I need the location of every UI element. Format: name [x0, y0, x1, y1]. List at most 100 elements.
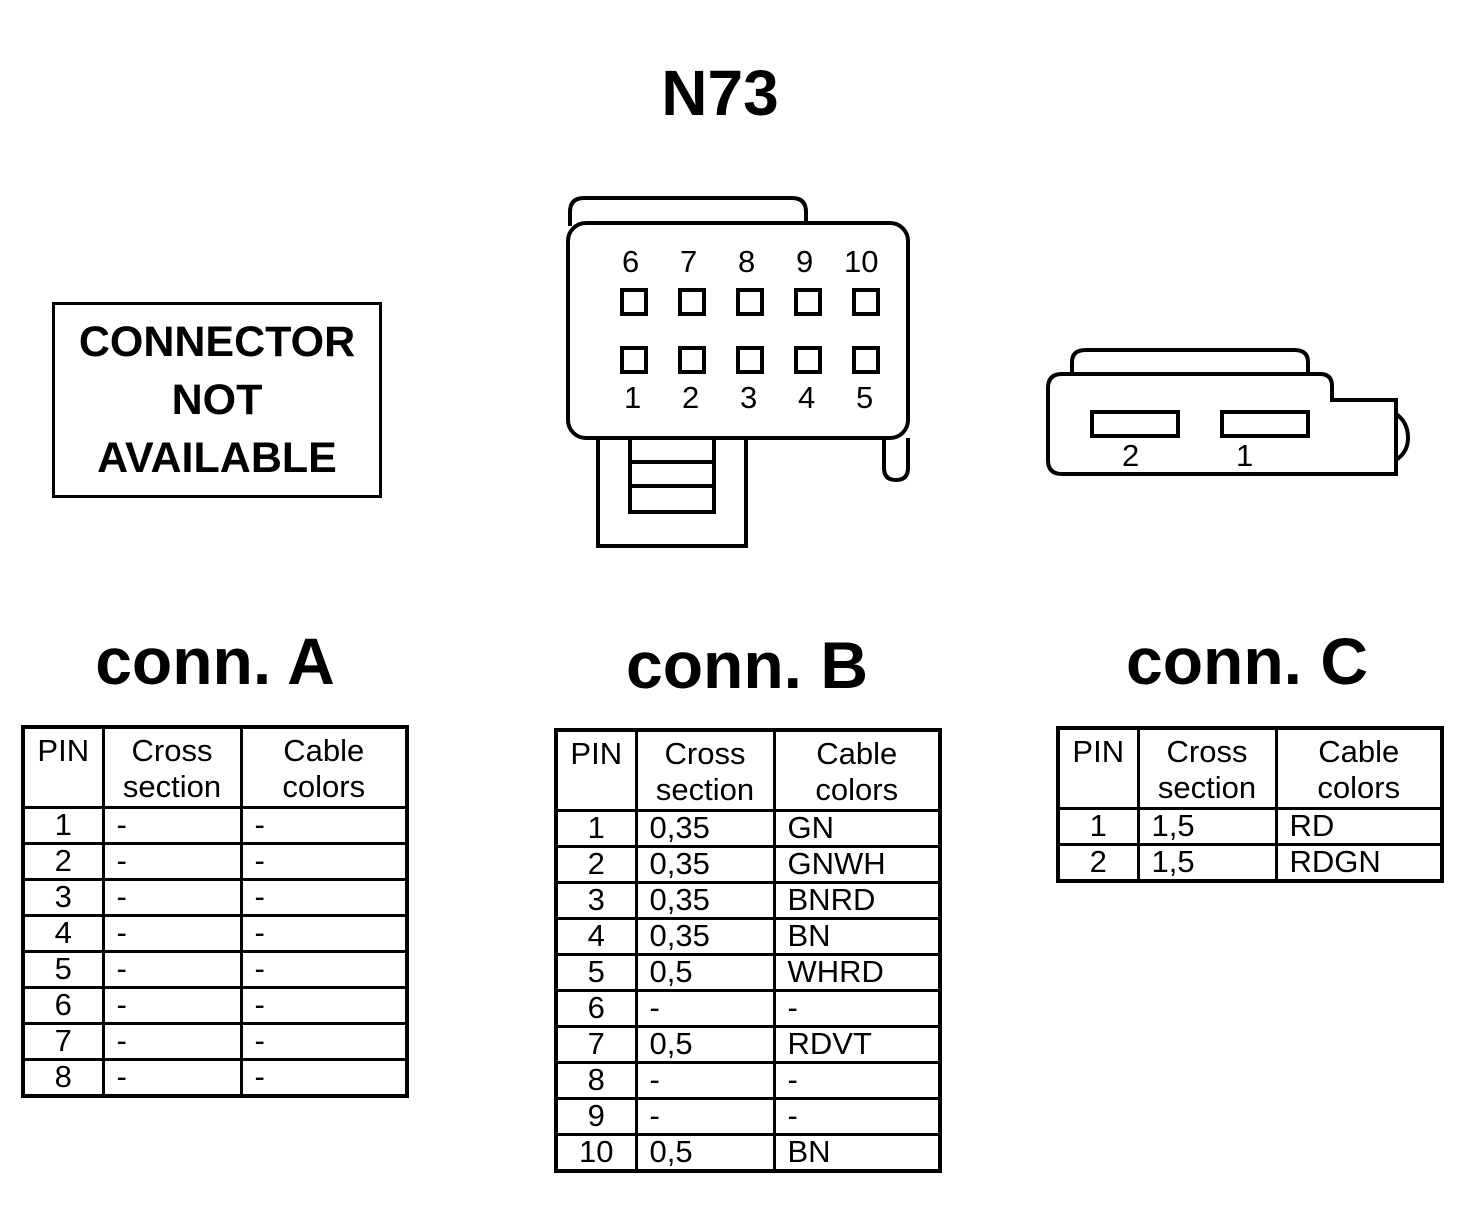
cable-color-cell: RDGN: [1274, 842, 1444, 882]
pin-cell: 1: [21, 805, 105, 845]
connector-b-top-label: 10: [844, 244, 878, 279]
connector-b-pin-top: [678, 288, 706, 316]
cross-section-cell: -: [101, 1057, 243, 1097]
pin-header-line-1: PIN: [570, 736, 623, 771]
cable-color-cell: -: [772, 1060, 942, 1100]
cable-color-cell: -: [239, 877, 409, 917]
cable-color-cell: BN: [772, 1132, 942, 1172]
connector-b-pin-bottom: [736, 346, 764, 374]
cross-section-cell: -: [101, 877, 243, 917]
pin-cell: 3: [21, 877, 105, 917]
cable-color-cell: RD: [1274, 806, 1444, 846]
cross-section-header-line-2: section: [655, 772, 755, 807]
table-row: 6--: [21, 985, 409, 1025]
cross-section-cell: -: [101, 841, 243, 881]
cross-section-cell: -: [101, 913, 243, 953]
connector-b-bottom-label: 2: [682, 380, 699, 415]
not-available-line-3: AVAILABLE: [97, 434, 337, 482]
cross-section-cell: 0,35: [634, 880, 776, 920]
table-row: 5--: [21, 949, 409, 989]
cross-section-cell: -: [101, 949, 243, 989]
pin-cell: 3: [554, 880, 638, 920]
cross-section-cell: -: [101, 805, 243, 845]
connector-b-bottom-label: 3: [740, 380, 757, 415]
cross-section-cell: -: [634, 1060, 776, 1100]
connector-b-pin-bottom: [678, 346, 706, 374]
cross-section-cell: 0,5: [634, 1132, 776, 1172]
conn-b-title: conn. B: [626, 628, 868, 702]
cross-section-cell: 1,5: [1136, 842, 1278, 882]
cable-color-cell: -: [772, 988, 942, 1028]
cross-section-cell: -: [634, 988, 776, 1028]
cross-section-cell: 0,35: [634, 808, 776, 848]
cable-color-cell: -: [239, 949, 409, 989]
cable-color-cell: GNWH: [772, 844, 942, 884]
connector-b-pin-bottom: [794, 346, 822, 374]
cross-section-cell: 0,5: [634, 1024, 776, 1064]
table-row: 8--: [21, 1057, 409, 1097]
pin-header: PIN: [21, 725, 105, 809]
pin-cell: 8: [554, 1060, 638, 1100]
cable-colors-header-line-2: colors: [1317, 770, 1401, 805]
table-row: 2--: [21, 841, 409, 881]
pin-cell: 8: [21, 1057, 105, 1097]
table-row: 6--: [554, 988, 942, 1028]
cable-color-cell: -: [239, 985, 409, 1025]
cross-section-header-line-1: Cross: [131, 733, 213, 768]
cable-color-cell: GN: [772, 808, 942, 848]
pin-cell: 5: [21, 949, 105, 989]
pin-cell: 7: [21, 1021, 105, 1061]
cross-section-cell: -: [101, 985, 243, 1025]
table-row: 1--: [21, 805, 409, 845]
connector-c-label-1: 1: [1236, 438, 1253, 473]
cross-section-cell: 1,5: [1136, 806, 1278, 846]
not-available-line-1: CONNECTOR: [78, 318, 356, 366]
cable-color-cell: -: [239, 1021, 409, 1061]
cable-colors-header-line-1: Cable: [816, 736, 898, 771]
cable-color-cell: BN: [772, 916, 942, 956]
cross-section-cell: -: [634, 1096, 776, 1136]
pin-cell: 7: [554, 1024, 638, 1064]
cross-section-header-line-2: section: [1157, 770, 1257, 805]
cross-section-cell: -: [101, 1021, 243, 1061]
connector-c-label-2: 2: [1122, 438, 1139, 473]
connector-b-pin-bottom: [852, 346, 880, 374]
connector-b-bottom-label: 5: [856, 380, 873, 415]
connector-b-top-label: 9: [796, 244, 813, 279]
pin-cell: 1: [1056, 806, 1140, 846]
pin-header-line-1: PIN: [37, 733, 90, 768]
conn-a-title: conn. A: [95, 624, 335, 698]
pin-header: PIN: [554, 728, 638, 812]
cable-color-cell: RDVT: [772, 1024, 942, 1064]
connector-b-pin-top: [852, 288, 880, 316]
connector-b-top-label: 7: [680, 244, 697, 279]
table-row: 4--: [21, 913, 409, 953]
pin-cell: 4: [554, 916, 638, 956]
pin-cell: 1: [554, 808, 638, 848]
cable-color-cell: -: [239, 913, 409, 953]
pin-header: PIN: [1056, 726, 1140, 810]
table-row: 3--: [21, 877, 409, 917]
connector-b-top-label: 6: [622, 244, 639, 279]
pin-cell: 4: [21, 913, 105, 953]
table-row: 9--: [554, 1096, 942, 1136]
cable-color-cell: -: [239, 805, 409, 845]
